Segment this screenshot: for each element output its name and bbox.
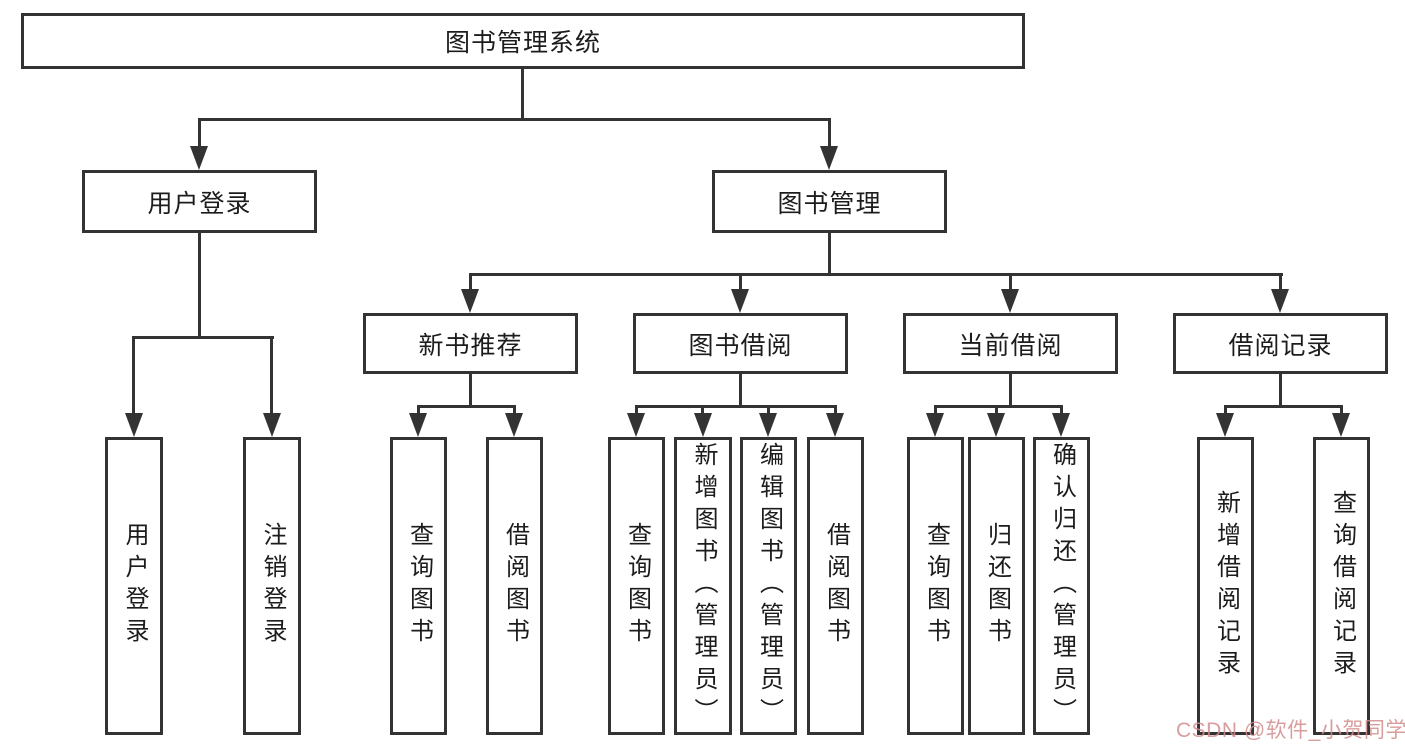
edge-newbooks-stem-1 <box>417 405 420 417</box>
node-root-label: 图书管理系统 <box>444 29 601 57</box>
leaf-newbooks-borrow: 借阅图书 <box>486 437 543 735</box>
arrow-down-icon <box>820 146 838 170</box>
edge-newbooks-stub <box>469 374 472 405</box>
edge-bookborrow-rail <box>635 405 836 408</box>
edge-level2-rail <box>469 273 1283 276</box>
node-new-books: 新书推荐 <box>363 313 578 374</box>
leaf-current-return: 归还图书 <box>968 437 1025 735</box>
arrow-down-icon <box>190 146 208 170</box>
arrow-down-icon <box>263 413 281 437</box>
leaf-newbooks-query-label: 查询图书 <box>405 522 433 650</box>
arrow-down-icon <box>1216 413 1234 437</box>
arrow-down-icon <box>461 289 479 313</box>
edge-bookborrow-stem-1 <box>635 405 638 417</box>
leaf-current-confirm-label: 确认归还（管理员） <box>1048 442 1076 730</box>
edge-records-stem-1 <box>1224 405 1227 417</box>
edge-newbooks-rail <box>417 405 516 408</box>
leaf-borrow-edit: 编辑图书（管理员） <box>740 437 797 735</box>
leaf-records-add-label: 新增借阅记录 <box>1212 490 1240 682</box>
edge-bookborrow-stem-2 <box>701 405 704 417</box>
edge-level2-stem-2 <box>739 273 742 293</box>
leaf-current-return-label: 归还图书 <box>983 522 1011 650</box>
edge-currentborrow-stem-3 <box>1060 405 1063 417</box>
node-new-books-label: 新书推荐 <box>418 331 523 360</box>
arrow-down-icon <box>1271 289 1289 313</box>
leaf-newbooks-borrow-label: 借阅图书 <box>501 522 529 650</box>
arrow-down-icon <box>694 413 712 437</box>
node-book-mgmt-label: 图书管理 <box>777 189 882 218</box>
edge-level1-stem-right <box>828 118 831 150</box>
leaf-borrow-edit-label: 编辑图书（管理员） <box>755 442 783 730</box>
arrow-down-icon <box>1052 413 1070 437</box>
arrow-down-icon <box>505 413 523 437</box>
arrow-down-icon <box>826 413 844 437</box>
edge-records-rail <box>1224 405 1342 408</box>
leaf-newbooks-query: 查询图书 <box>390 437 447 735</box>
node-book-borrow-label: 图书借阅 <box>688 331 793 360</box>
csdn-watermark: CSDN @软件_小贺同学 <box>1176 719 1405 742</box>
leaf-logout-label: 注销登录 <box>259 522 286 650</box>
arrow-down-icon <box>759 413 777 437</box>
edge-userlogin-stem-2 <box>270 336 273 417</box>
edge-bookborrow-stem-3 <box>767 405 770 417</box>
node-borrow-records-label: 借阅记录 <box>1228 331 1333 360</box>
edge-newbooks-stem-2 <box>513 405 516 417</box>
edge-currentborrow-stem-2 <box>995 405 998 417</box>
arrow-down-icon <box>731 289 749 313</box>
leaf-records-query: 查询借阅记录 <box>1313 437 1370 735</box>
arrow-down-icon <box>125 413 143 437</box>
edge-currentborrow-stub <box>1009 374 1012 405</box>
arrow-down-icon <box>987 413 1005 437</box>
leaf-records-query-label: 查询借阅记录 <box>1328 490 1356 682</box>
edge-userlogin-rail <box>132 336 274 339</box>
leaf-borrow-borrow: 借阅图书 <box>807 437 864 735</box>
leaf-current-confirm: 确认归还（管理员） <box>1033 437 1090 735</box>
edge-level2-stem-4 <box>1279 273 1282 293</box>
leaf-logout: 注销登录 <box>243 437 301 735</box>
edge-level1-stem-left <box>198 118 201 150</box>
node-book-mgmt: 图书管理 <box>712 170 947 233</box>
node-current-borrow-label: 当前借阅 <box>958 331 1063 360</box>
leaf-records-add: 新增借阅记录 <box>1197 437 1254 735</box>
node-current-borrow: 当前借阅 <box>903 313 1118 374</box>
edge-userlogin-stem-1 <box>132 336 135 417</box>
node-user-login: 用户登录 <box>82 170 317 233</box>
edge-level2-stem-3 <box>1009 273 1012 293</box>
edge-bookborrow-stub <box>739 374 742 405</box>
edge-level2-stem-1 <box>469 273 472 293</box>
leaf-borrow-add: 新增图书（管理员） <box>674 437 732 735</box>
edge-root-stub <box>521 69 524 118</box>
leaf-borrow-add-label: 新增图书（管理员） <box>690 442 717 730</box>
edge-bookborrow-stem-4 <box>834 405 837 417</box>
arrow-down-icon <box>1001 289 1019 313</box>
edge-currentborrow-stem-1 <box>934 405 937 417</box>
leaf-current-query-label: 查询图书 <box>922 522 950 650</box>
edge-bookmgmt-stub <box>828 233 831 273</box>
arrow-down-icon <box>409 413 427 437</box>
edge-level1-rail <box>198 118 831 121</box>
leaf-user-login-label: 用户登录 <box>121 522 148 650</box>
leaf-borrow-borrow-label: 借阅图书 <box>822 522 850 650</box>
arrow-down-icon <box>627 413 645 437</box>
leaf-user-login: 用户登录 <box>105 437 163 735</box>
node-root: 图书管理系统 <box>21 13 1025 69</box>
leaf-borrow-query-label: 查询图书 <box>623 522 651 650</box>
leaf-borrow-query: 查询图书 <box>608 437 665 735</box>
edge-records-stem-2 <box>1340 405 1343 417</box>
node-borrow-records: 借阅记录 <box>1173 313 1388 374</box>
node-user-login-label: 用户登录 <box>147 189 252 218</box>
edge-records-stub <box>1279 374 1282 405</box>
edge-currentborrow-rail <box>934 405 1062 408</box>
leaf-current-query: 查询图书 <box>907 437 964 735</box>
edge-userlogin-stub <box>198 233 201 336</box>
node-book-borrow: 图书借阅 <box>633 313 848 374</box>
arrow-down-icon <box>926 413 944 437</box>
arrow-down-icon <box>1332 413 1350 437</box>
